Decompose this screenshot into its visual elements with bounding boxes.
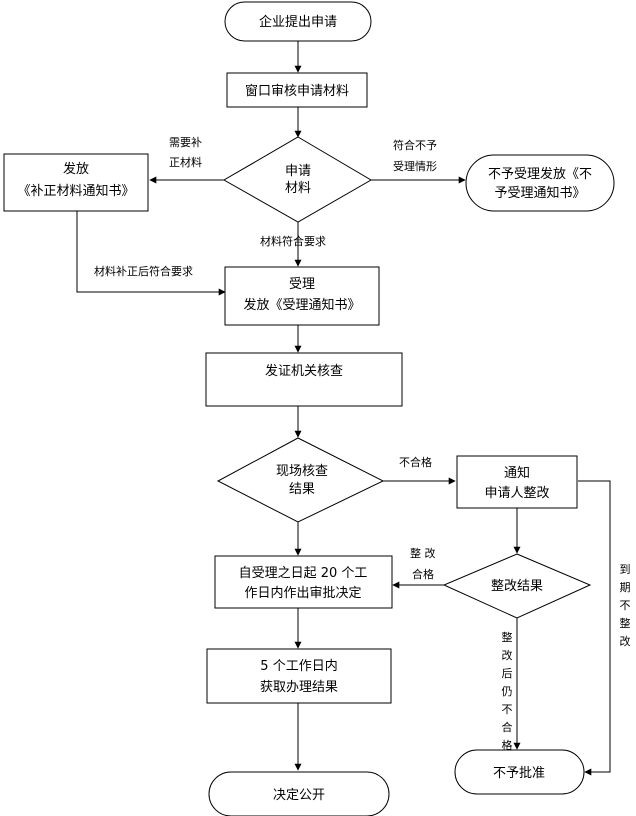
node-reject-notice-label-2: 予受理通知书》	[494, 185, 585, 201]
node-window-review	[226, 72, 368, 108]
node-decision-materials-label-2: 材料	[285, 181, 311, 196]
edge-label-still-fail-2: 改	[502, 648, 513, 662]
edge-label-overdue-1: 到	[620, 563, 631, 576]
edge-supplement-to-accept	[76, 211, 226, 296]
edge-label-still-fail-4: 仍	[502, 685, 513, 698]
node-window-review-label: 窗口审核申请材料	[245, 83, 349, 99]
node-notify-rectify-label-1: 通知	[504, 465, 530, 481]
node-decision-materials-label-1: 申请	[285, 164, 311, 179]
node-decision-site	[216, 437, 385, 523]
node-decide-20days-label-2: 作日内作出审批决定	[244, 585, 361, 601]
edge-label-rectify-pass-1: 整 改	[410, 546, 436, 560]
node-accept-label-1: 受理	[289, 277, 315, 292]
node-get-result	[206, 648, 392, 704]
edge-label-not-qualified-2: 受理情形	[393, 160, 437, 173]
node-notify-rectify-label-2: 申请人整改	[484, 486, 549, 501]
node-reject-approval	[454, 749, 585, 795]
edge-label-still-fail-3: 后	[502, 667, 513, 680]
edge-label-overdue-3: 不	[620, 599, 631, 612]
edge-label-need-supplement-2: 正材料	[169, 155, 202, 169]
node-decision-site-label-2: 结果	[289, 482, 315, 497]
node-get-result-label-1: 5 个工作日内	[260, 658, 337, 674]
node-start-label: 企业提出申请	[259, 14, 337, 30]
edge-label-still-fail-7: 格	[502, 738, 513, 752]
node-issue-supplement	[3, 153, 149, 212]
edge-label-need-supplement-1: 需要补	[169, 136, 202, 149]
edge-label-rectify-pass-2: 合格	[412, 567, 434, 581]
node-accept-label-2: 发放《受理通知书》	[243, 297, 360, 313]
node-cert-review	[205, 352, 403, 407]
edge-label-overdue-2: 期	[620, 581, 631, 594]
node-decision-rectify-label: 整改结果	[491, 579, 543, 594]
node-issue-supplement-label-1: 发放	[63, 161, 89, 177]
node-notify-rectify	[456, 455, 578, 509]
node-decision-site-label-1: 现场核查	[276, 464, 328, 479]
node-decide-20days	[214, 555, 393, 609]
node-accept	[224, 266, 380, 326]
node-cert-review-label: 发证机关核查	[265, 363, 343, 379]
node-decision-materials	[222, 136, 372, 223]
edge-notify-to-reject-overdue	[578, 480, 611, 776]
edge-label-overdue-4: 整	[620, 616, 631, 630]
edge-label-overdue-5: 改	[620, 634, 631, 648]
node-reject-approval-label: 不予批准	[493, 766, 545, 781]
node-start	[224, 1, 372, 42]
edge-label-supplement-ok: 材料补正后符合要求	[94, 264, 193, 278]
node-get-result-label-2: 获取办理结果	[260, 680, 338, 695]
edge-label-still-fail-1: 整	[502, 630, 513, 644]
node-reject-notice-label-1: 不予受理发放《不	[488, 166, 592, 182]
edge-label-site-fail: 不合格	[399, 455, 432, 469]
node-publish	[208, 771, 390, 816]
edge-label-materials-ok: 材料符合要求	[260, 234, 326, 248]
edge-label-still-fail-6: 合	[502, 720, 513, 734]
node-decision-rectify	[442, 553, 592, 619]
node-publish-label: 决定公开	[273, 788, 325, 803]
edge-label-still-fail-5: 不	[502, 703, 513, 716]
node-issue-supplement-label-2: 《补正材料通知书》	[17, 183, 134, 199]
node-decide-20days-label-1: 自受理之日起 20 个工	[239, 566, 368, 581]
node-reject-notice	[465, 154, 615, 212]
edge-label-not-qualified-1: 符合不予	[393, 138, 437, 152]
